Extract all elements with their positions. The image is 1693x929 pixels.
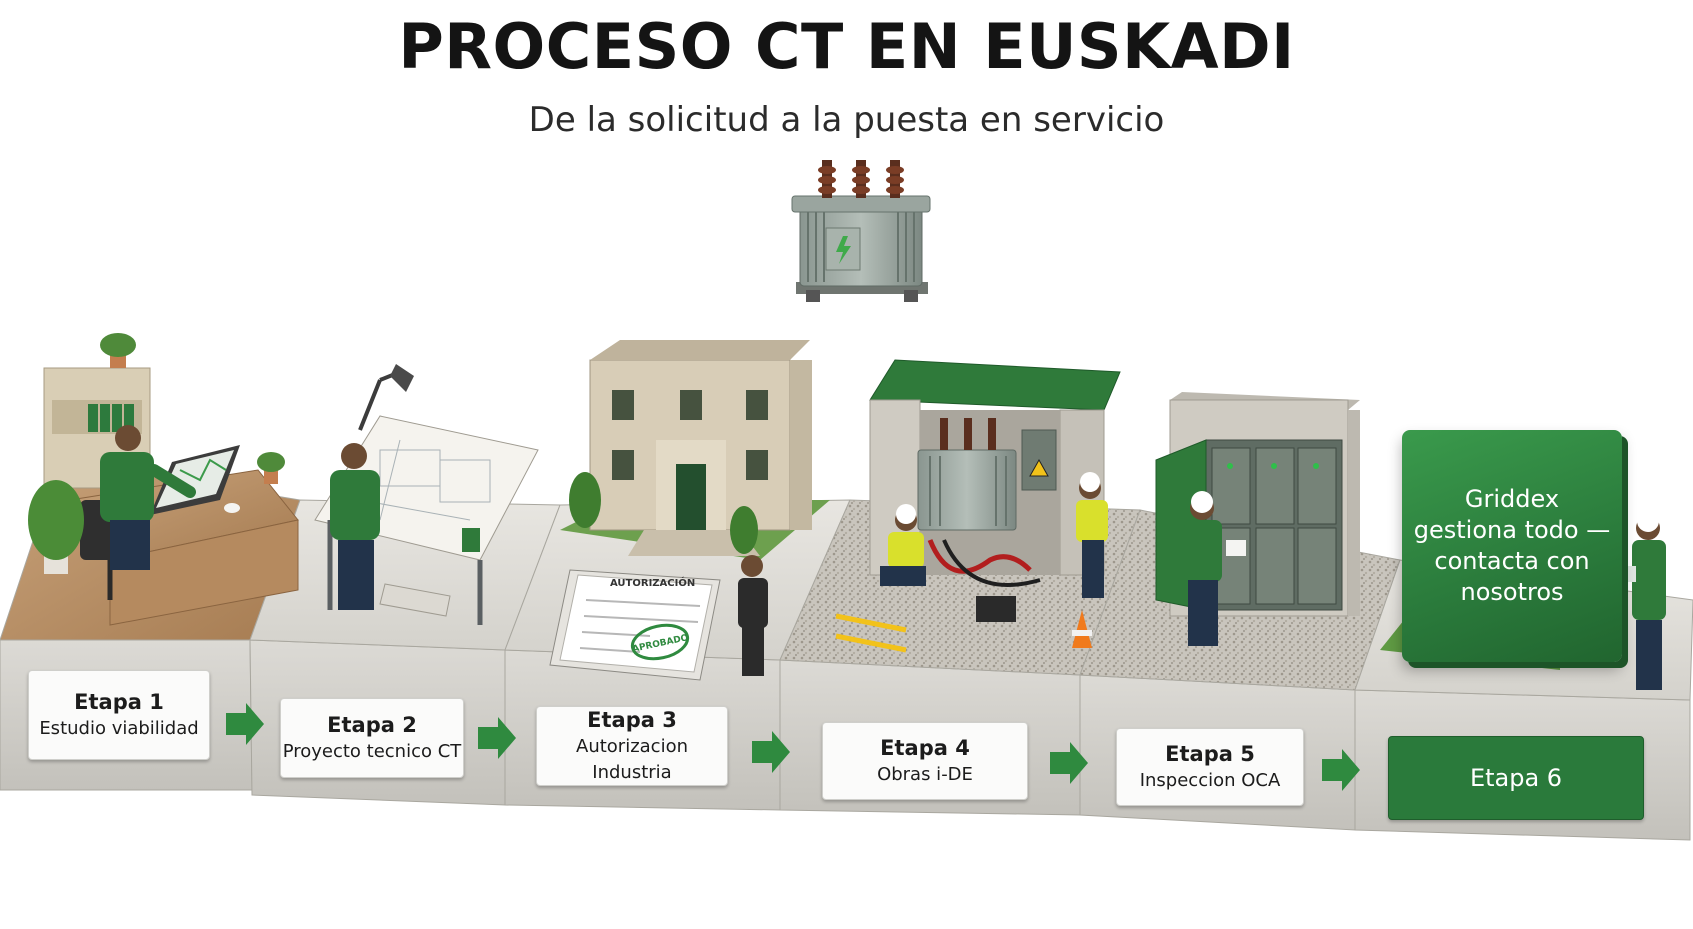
step-number: Etapa 1 xyxy=(74,690,164,714)
office-scene xyxy=(28,333,299,626)
step-label-5[interactable]: Etapa 5 Inspeccion OCA xyxy=(1116,728,1304,806)
step-number: Etapa 6 xyxy=(1469,764,1563,792)
transformer-works-scene xyxy=(835,359,1121,653)
step-name: Estudio viabilidad xyxy=(39,718,199,739)
arrow-right-icon xyxy=(226,703,1360,791)
step-name: Obras i-DE xyxy=(877,764,973,785)
transformer-icon xyxy=(791,160,931,302)
step-number: Etapa 5 xyxy=(1165,742,1255,766)
drafting-scene xyxy=(314,364,539,625)
step-label-6[interactable]: Etapa 6 xyxy=(1388,736,1644,820)
griddex-scene xyxy=(1614,510,1666,690)
step-label-3[interactable]: Etapa 3 Autorizacion Industria xyxy=(536,706,728,786)
government-building-scene: AUTORIZACIÓN APROBADO xyxy=(549,340,830,681)
switchgear-inspection-scene xyxy=(1155,392,1360,646)
step-number: Etapa 4 xyxy=(880,736,970,760)
step-label-2[interactable]: Etapa 2 Proyecto tecnico CT xyxy=(280,698,464,778)
step-label-4[interactable]: Etapa 4 Obras i-DE xyxy=(822,722,1028,800)
step-label-1[interactable]: Etapa 1 Estudio viabilidad xyxy=(28,670,210,760)
griddex-message: Griddex gestiona todo — contacta con nos… xyxy=(1413,485,1611,606)
page-subtitle: De la solicitud a la puesta en servicio xyxy=(528,100,1165,140)
step-number: Etapa 3 xyxy=(587,708,677,732)
step-name: Autorizacion Industria xyxy=(576,736,688,783)
document-heading: AUTORIZACIÓN xyxy=(610,576,695,589)
step-number: Etapa 2 xyxy=(327,713,417,737)
page-title: PROCESO CT EN EUSKADI xyxy=(398,10,1295,83)
step-name: Proyecto tecnico CT xyxy=(282,741,462,762)
warning-icon xyxy=(1029,458,1049,477)
step-name: Inspeccion OCA xyxy=(1139,770,1281,791)
griddex-contact-board[interactable]: Griddex gestiona todo — contacta con nos… xyxy=(1402,430,1622,662)
